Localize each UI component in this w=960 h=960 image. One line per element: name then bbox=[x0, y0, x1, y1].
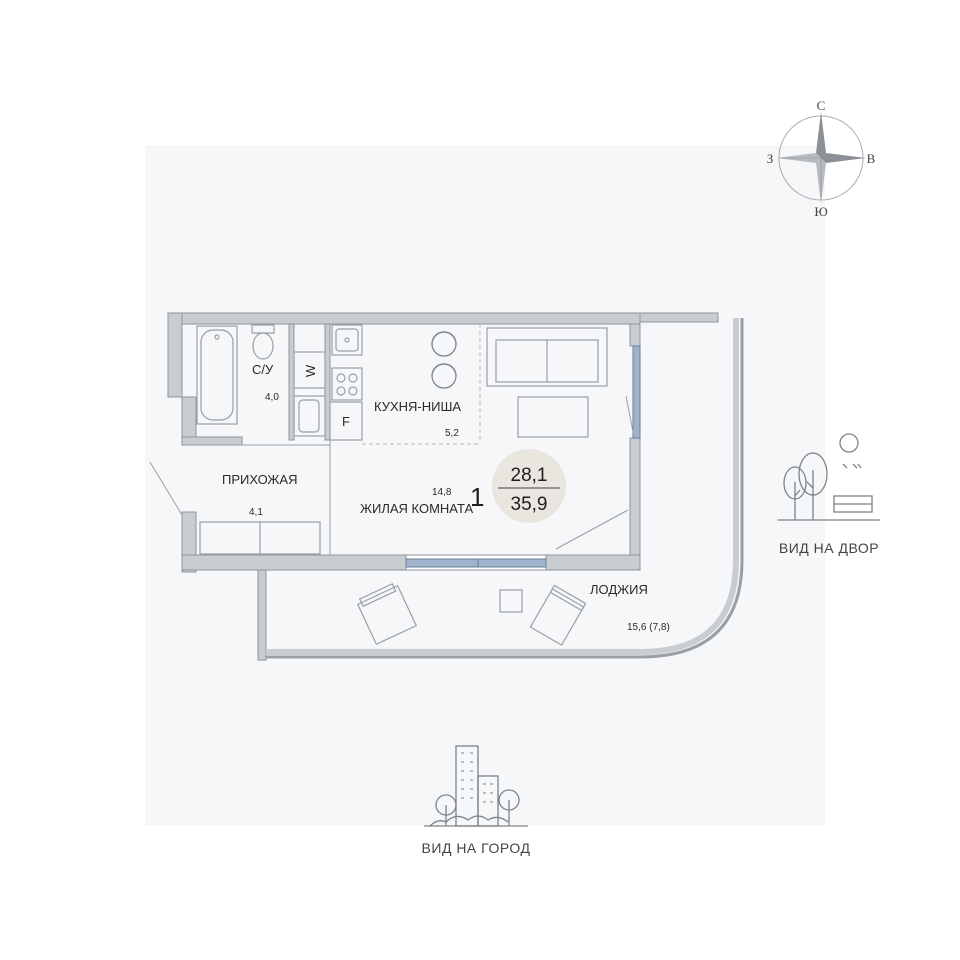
city-view-icon bbox=[424, 745, 528, 827]
fridge-label: F bbox=[342, 414, 350, 429]
compass-south: Ю bbox=[814, 204, 827, 219]
loggia-outline bbox=[266, 318, 744, 659]
washer-label: W bbox=[303, 364, 318, 377]
loggia-area: 15,6 (7,8) bbox=[627, 622, 670, 633]
sofa bbox=[486, 327, 608, 387]
yard-view-label: ВИД НА ДВОР bbox=[779, 540, 879, 556]
yard-view-icon bbox=[778, 433, 880, 521]
walls bbox=[167, 312, 719, 661]
site-background bbox=[145, 145, 825, 825]
windows bbox=[405, 345, 641, 568]
washing-machine bbox=[293, 351, 326, 389]
bathroom-sink bbox=[293, 395, 326, 437]
doors bbox=[149, 395, 635, 555]
hallway-label: ПРИХОЖАЯ bbox=[222, 472, 298, 487]
hallway-area: 4,1 bbox=[249, 507, 263, 518]
bathroom-area: 4,0 bbox=[265, 392, 279, 403]
loggia-furniture bbox=[356, 583, 587, 646]
area-badge bbox=[492, 449, 566, 523]
bathtub bbox=[196, 325, 238, 425]
compass-east: В bbox=[867, 151, 876, 166]
window-right bbox=[632, 345, 641, 439]
coffee-table bbox=[517, 396, 589, 438]
living-label: ЖИЛАЯ КОМНАТА bbox=[360, 501, 473, 516]
kitchen-sink bbox=[331, 324, 363, 356]
bathroom-label: С/У bbox=[252, 362, 274, 377]
stools bbox=[431, 331, 457, 389]
loggia-label: ЛОДЖИЯ bbox=[590, 582, 648, 597]
total-area: 35,9 bbox=[511, 494, 548, 515]
room-count: 1 bbox=[470, 482, 484, 512]
wardrobe bbox=[199, 521, 321, 555]
kitchen-label: КУХНЯ-НИША bbox=[374, 399, 461, 414]
kitchen-counter-line bbox=[362, 324, 481, 445]
fridge bbox=[329, 401, 363, 441]
living-area: 14,8 bbox=[432, 487, 452, 498]
compass: С З В Ю bbox=[767, 98, 876, 219]
living-area-total: 28,1 bbox=[511, 465, 548, 486]
stove bbox=[331, 367, 363, 401]
toilet bbox=[251, 324, 275, 360]
city-view-label: ВИД НА ГОРОД bbox=[422, 840, 531, 856]
kitchen-area: 5,2 bbox=[445, 428, 459, 439]
compass-north: С bbox=[817, 98, 826, 113]
compass-west: З bbox=[767, 151, 774, 166]
window-bottom bbox=[405, 558, 547, 568]
